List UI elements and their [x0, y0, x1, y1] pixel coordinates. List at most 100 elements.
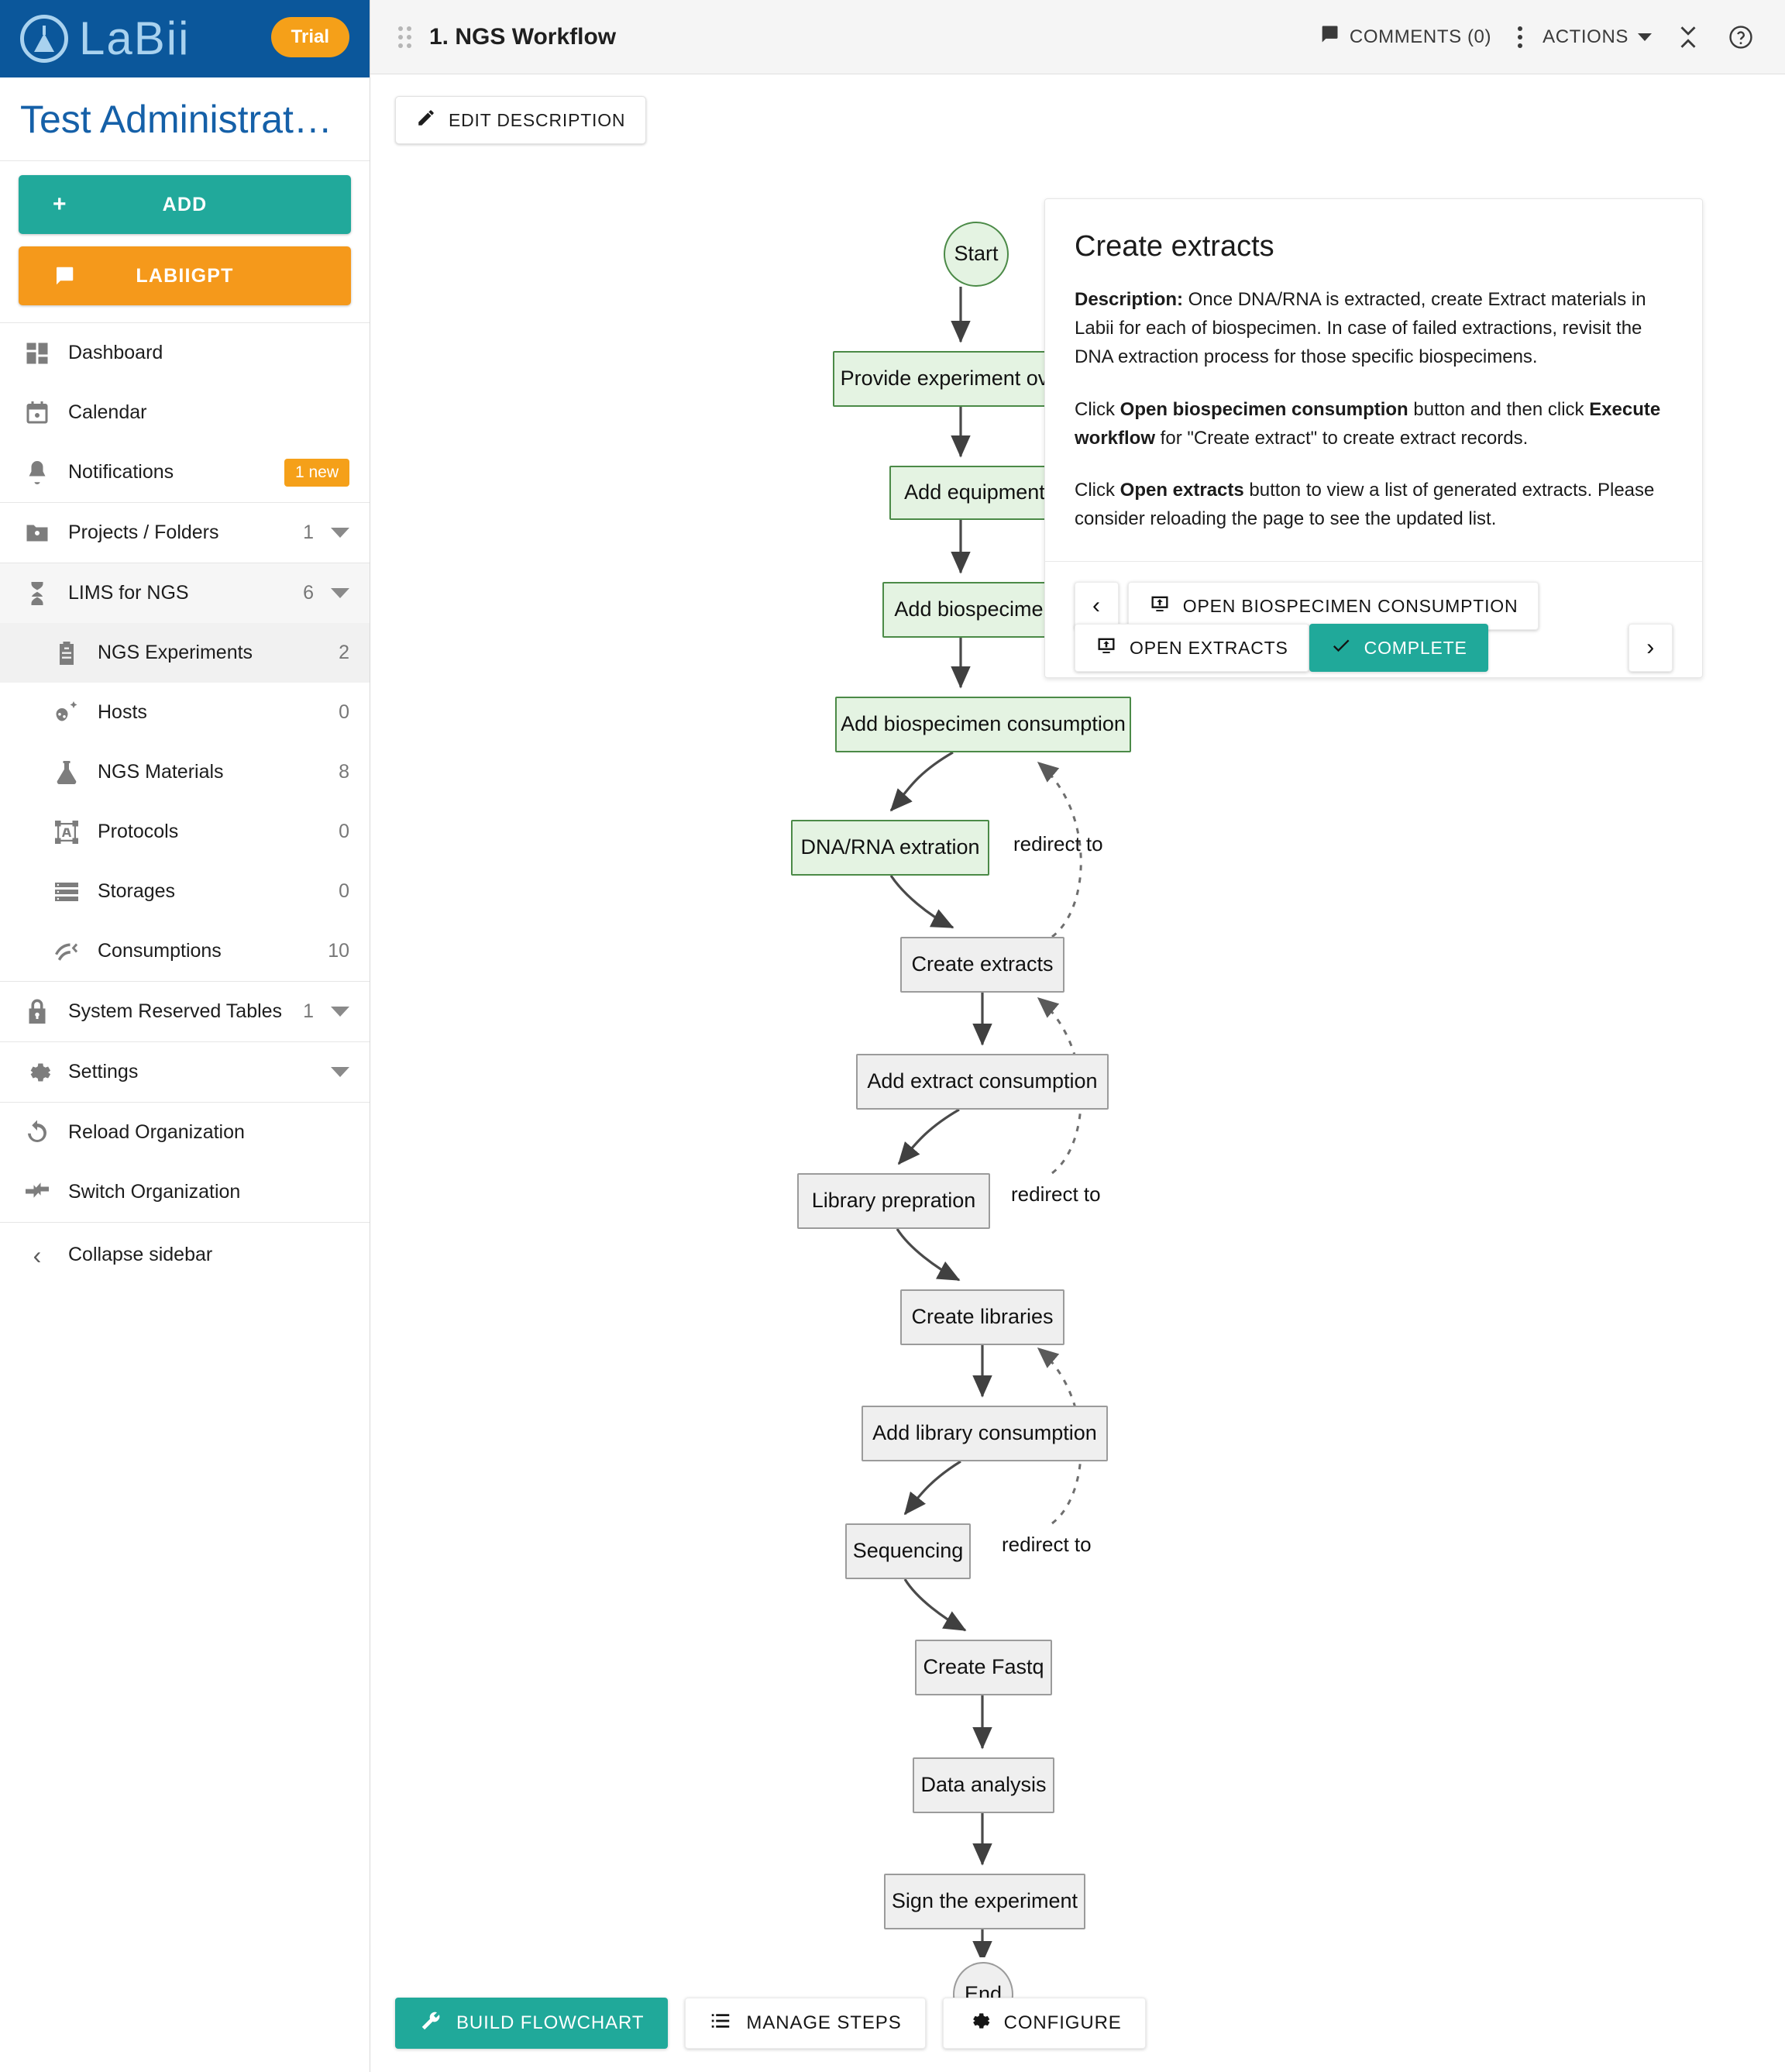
sidebar-item-label: Reload Organization	[68, 1121, 245, 1143]
check-icon	[1330, 635, 1352, 661]
manage-steps-button[interactable]: MANAGE STEPS	[685, 1998, 926, 2049]
chat-icon	[53, 264, 76, 287]
labiigpt-button[interactable]: LABIIGPT	[19, 246, 351, 305]
sidebar-item-ngs-experiments[interactable]: NGS Experiments 2	[0, 623, 370, 683]
flow-node-label: Add biospecimen consumption	[841, 712, 1126, 736]
step-actions-row-2: OPEN EXTRACTS COMPLETE	[1075, 624, 1488, 673]
flow-node-create-libraries[interactable]: Create libraries	[900, 1289, 1064, 1345]
gear-icon	[20, 1055, 54, 1089]
flow-node-add-equipment[interactable]: Add equipment	[889, 466, 1060, 520]
step-detail-body: Create extracts Description: Once DNA/RN…	[1045, 199, 1702, 561]
sidebar-item-hosts[interactable]: Hosts 0	[0, 683, 370, 742]
flow-node-data-analysis[interactable]: Data analysis	[913, 1757, 1054, 1813]
build-flowchart-button[interactable]: BUILD FLOWCHART	[395, 1998, 669, 2049]
bottom-toolbar: BUILD FLOWCHART MANAGE STEPS CONFIGURE	[395, 1998, 1146, 2049]
topbar: 1. NGS Workflow COMMENTS (0) ACTIONS	[370, 0, 1785, 74]
open-external-icon	[1149, 593, 1171, 619]
main-area: 1. NGS Workflow COMMENTS (0) ACTIONS	[370, 0, 1785, 2072]
next-step-button[interactable]: ›	[1629, 624, 1673, 673]
sidebar-item-notifications[interactable]: Notifications 1 new	[0, 442, 370, 502]
step-detail-title: Create extracts	[1075, 230, 1274, 263]
sidebar-item-settings[interactable]: Settings	[0, 1042, 370, 1102]
trial-badge[interactable]: Trial	[270, 17, 349, 57]
sidebar-item-calendar[interactable]: Calendar	[0, 383, 370, 442]
topbar-actions: COMMENTS (0) ACTIONS	[1319, 21, 1757, 53]
sidebar-item-switch-organization[interactable]: Switch Organization	[0, 1162, 370, 1222]
flow-node-start[interactable]: Start	[944, 222, 1009, 287]
drag-handle-icon[interactable]	[398, 26, 418, 48]
divider	[0, 981, 370, 982]
comments-button[interactable]: COMMENTS (0)	[1319, 23, 1491, 50]
dashboard-icon	[20, 336, 54, 370]
sidebar-item-label: Hosts	[98, 701, 147, 723]
page-title: 1. NGS Workflow	[429, 23, 617, 50]
organization-title[interactable]: Test Administrat…	[0, 77, 370, 161]
open-biospecimen-consumption-button[interactable]: OPEN BIOSPECIMEN CONSUMPTION	[1127, 582, 1539, 631]
flow-node-label: Add extract consumption	[867, 1069, 1098, 1093]
collapse-sidebar-button[interactable]: ‹ Collapse sidebar	[0, 1222, 370, 1287]
sidebar-item-protocols[interactable]: Protocols 0	[0, 802, 370, 862]
open-extracts-button[interactable]: OPEN EXTRACTS	[1075, 624, 1309, 673]
sidebar-item-reload-organization[interactable]: Reload Organization	[0, 1103, 370, 1162]
divider	[0, 1102, 370, 1103]
chevron-down-icon[interactable]	[331, 1007, 349, 1017]
sidebar-item-dashboard[interactable]: Dashboard	[0, 323, 370, 383]
storage-icon	[50, 875, 84, 909]
list-icon	[709, 2009, 732, 2038]
sidebar-item-ngs-materials[interactable]: NGS Materials 8	[0, 742, 370, 802]
flow-node-library-prepration[interactable]: Library prepration	[797, 1173, 990, 1229]
configure-button[interactable]: CONFIGURE	[942, 1998, 1146, 2049]
add-button-label: ADD	[162, 193, 208, 215]
chevron-down-icon[interactable]	[331, 1067, 349, 1077]
sidebar-item-label: Storages	[98, 880, 176, 902]
flask-glyph	[34, 26, 54, 52]
complete-button[interactable]: COMPLETE	[1309, 624, 1488, 673]
flow-node-label: Sequencing	[852, 1539, 964, 1563]
sidebar-item-system-reserved-tables[interactable]: System Reserved Tables 1	[0, 982, 370, 1041]
flow-node-label: Library prepration	[811, 1189, 976, 1213]
flow-node-label: Sign the experiment	[891, 1889, 1078, 1913]
flow-node-dna-rna-extration[interactable]: DNA/RNA extration	[791, 820, 989, 876]
add-button[interactable]: + ADD	[19, 175, 351, 234]
collapse-icon[interactable]	[1672, 21, 1704, 53]
labii-logo-icon	[20, 15, 68, 63]
help-icon[interactable]	[1725, 21, 1757, 53]
sidebar-item-lims-for-ngs[interactable]: LIMS for NGS 6	[0, 563, 370, 623]
sidebar-item-label: LIMS for NGS	[68, 582, 189, 604]
flow-node-add-library-consumption[interactable]: Add library consumption	[862, 1406, 1108, 1461]
sidebar-item-label: Notifications	[68, 461, 174, 483]
flow-node-sign-the-experiment[interactable]: Sign the experiment	[884, 1874, 1085, 1929]
description-text: Once DNA/RNA is extracted, create Extrac…	[1075, 289, 1646, 368]
sidebar-item-label: System Reserved Tables	[68, 1000, 283, 1022]
complete-label: COMPLETE	[1364, 637, 1467, 658]
instr-1-c: for "Create extract" to create extract r…	[1155, 427, 1529, 449]
flow-node-sequencing[interactable]: Sequencing	[845, 1523, 971, 1579]
notifications-badge: 1 new	[284, 458, 349, 487]
flow-node-add-biospecimen-consumption[interactable]: Add biospecimen consumption	[835, 697, 1131, 752]
sidebar-item-consumptions[interactable]: Consumptions 10	[0, 921, 370, 981]
sidebar-item-storages[interactable]: Storages 0	[0, 862, 370, 921]
edit-description-button[interactable]: EDIT DESCRIPTION	[395, 96, 647, 144]
flow-node-create-extracts[interactable]: Create extracts	[900, 937, 1064, 993]
chevron-down-icon[interactable]	[331, 528, 349, 538]
build-flowchart-label: BUILD FLOWCHART	[456, 2012, 645, 2033]
flow-node-create-fastq[interactable]: Create Fastq	[915, 1640, 1052, 1695]
switch-icon	[20, 1175, 54, 1210]
content-area: EDIT DESCRIPTION	[370, 74, 1785, 2072]
brand-bar: LaBii Trial	[0, 0, 370, 77]
chevron-down-icon[interactable]	[331, 588, 349, 598]
folder-user-icon	[20, 516, 54, 550]
more-options-icon[interactable]	[1518, 26, 1523, 48]
flow-node-add-extract-consumption[interactable]: Add extract consumption	[856, 1054, 1109, 1110]
flow-node-label: Start	[954, 242, 999, 266]
comments-label: COMMENTS (0)	[1349, 26, 1492, 47]
actions-dropdown[interactable]: ACTIONS	[1543, 26, 1652, 48]
sidebar: LaBii Trial Test Administrat… + ADD LABI…	[0, 0, 370, 2072]
flow-node-label: Create Fastq	[923, 1655, 1044, 1679]
open-biospecimen-consumption-label: OPEN BIOSPECIMEN CONSUMPTION	[1182, 595, 1518, 616]
previous-step-button[interactable]: ‹	[1075, 582, 1119, 631]
sidebar-item-projects-folders[interactable]: Projects / Folders 1	[0, 503, 370, 563]
flow-node-add-biospecimen[interactable]: Add biospecimen	[882, 582, 1067, 638]
flow-node-label: Add biospecimen	[894, 597, 1055, 621]
step-actions-row-1: ‹ OPEN BIOSPECIMEN CONSUMPTION	[1075, 582, 1539, 631]
